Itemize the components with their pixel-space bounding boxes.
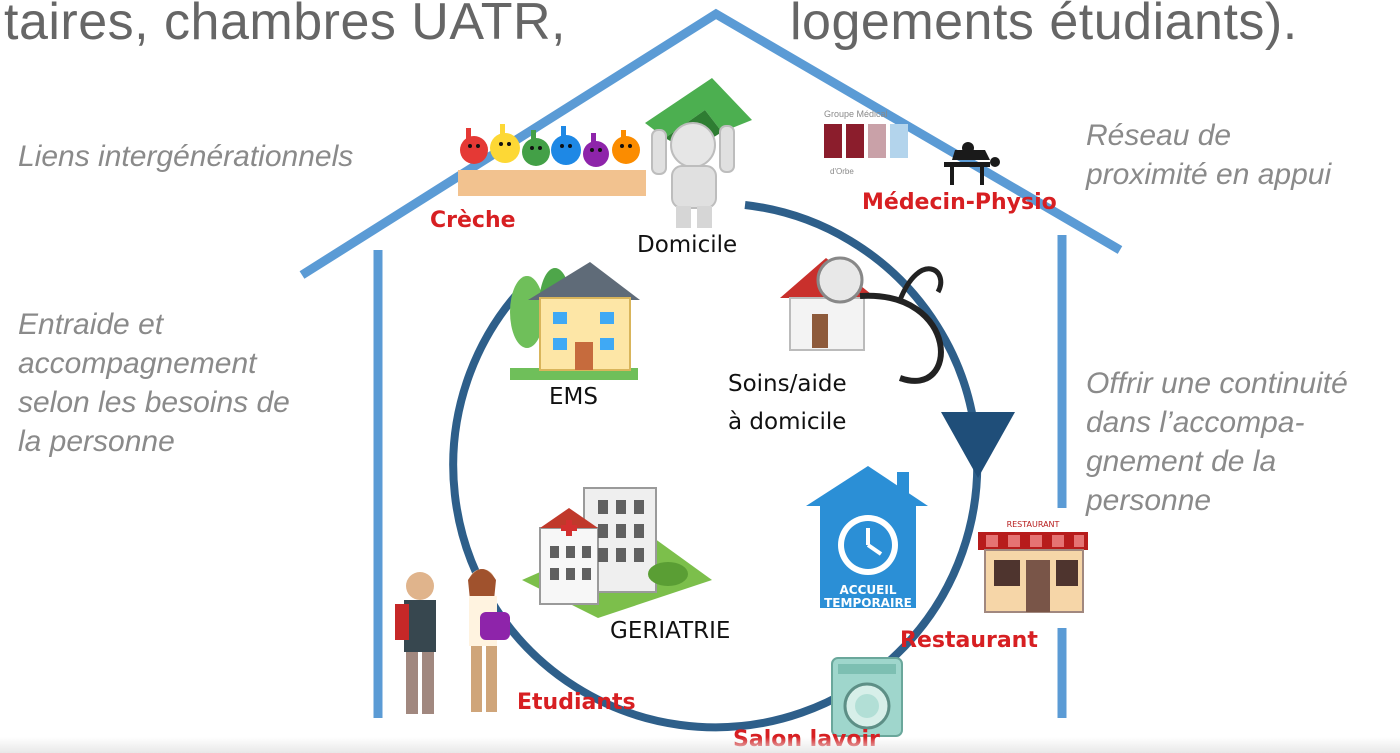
note-mutual-support-line-2: accompagnement	[18, 347, 257, 380]
service-creche-label: Crèche	[430, 208, 516, 233]
care-cycle	[449, 201, 1015, 732]
home-care-stethoscope-icon	[780, 256, 944, 384]
bottom-edge-shadow	[0, 737, 1400, 753]
note-mutual-support-line-1: Entraide et	[18, 308, 164, 341]
house-roof	[299, 8, 1123, 279]
note-mutual-support-line-4: la personne	[18, 425, 175, 458]
temporary-care-clock-icon: ACCUEIL TEMPORAIRE	[806, 466, 928, 610]
service-students-label: Etudiants	[517, 690, 636, 715]
note-mutual-support: Entraide et accompagnement selon les bes…	[18, 305, 290, 461]
note-continuity-line-1: Offrir une continuité	[1086, 367, 1348, 400]
washing-machine-icon	[831, 657, 903, 737]
accueil-label-line-1: ACCUEIL	[840, 583, 897, 597]
node-home-care-label: Soins/aide à domicile	[728, 365, 847, 441]
note-intergenerational-links: Liens intergénérationnels	[18, 140, 354, 173]
restaurant-storefront-icon: RESTAURANT	[978, 520, 1088, 613]
heading-line-1-left: taires, chambres UATR,	[4, 0, 566, 51]
care-cycle-ring	[449, 201, 982, 732]
note-continuity-line-3: gnement de la	[1086, 445, 1277, 478]
node-domicile-label: Domicile	[637, 232, 738, 258]
node-ems-label: EMS	[549, 384, 598, 410]
person-with-roof-icon	[645, 78, 752, 228]
care-cycle-arrowhead	[941, 412, 1015, 478]
note-continuity-line-4: personne	[1086, 484, 1212, 517]
care-home-icon	[510, 262, 640, 380]
node-home-care-line-1: Soins/aide	[728, 371, 847, 397]
note-proximity-network-line-1: Réseau de	[1086, 119, 1232, 152]
students-icon	[395, 569, 510, 714]
medical-group-logo-subtext: d'Orbe	[830, 167, 854, 176]
medical-group-logo-text: Groupe Médical	[824, 109, 888, 119]
painted-hands-icon	[458, 124, 646, 196]
note-proximity-network: Réseau de proximité en appui	[1086, 116, 1331, 194]
note-continuity-of-care: Offrir une continuité dans l’accompa- gn…	[1086, 364, 1348, 520]
medical-group-logo: Groupe Médical d'Orbe	[824, 109, 908, 176]
restaurant-sign-text: RESTAURANT	[1007, 520, 1060, 529]
note-continuity-line-2: dans l’accompa-	[1086, 406, 1305, 439]
hospital-building-icon	[522, 487, 712, 618]
node-geriatrics-label: GERIATRIE	[610, 618, 731, 644]
accueil-label-line-2: TEMPORAIRE	[824, 596, 912, 610]
note-mutual-support-line-3: selon les besoins de	[18, 386, 290, 419]
note-proximity-network-line-2: proximité en appui	[1086, 158, 1332, 191]
node-home-care-line-2: à domicile	[728, 409, 847, 435]
physiotherapy-icon	[944, 142, 1000, 185]
service-restaurant-label: Restaurant	[900, 628, 1038, 653]
service-doctor-physio-label: Médecin-Physio	[862, 190, 1057, 215]
house-outline	[299, 8, 1123, 718]
heading-line-1-right: logements étudiants).	[790, 0, 1298, 51]
